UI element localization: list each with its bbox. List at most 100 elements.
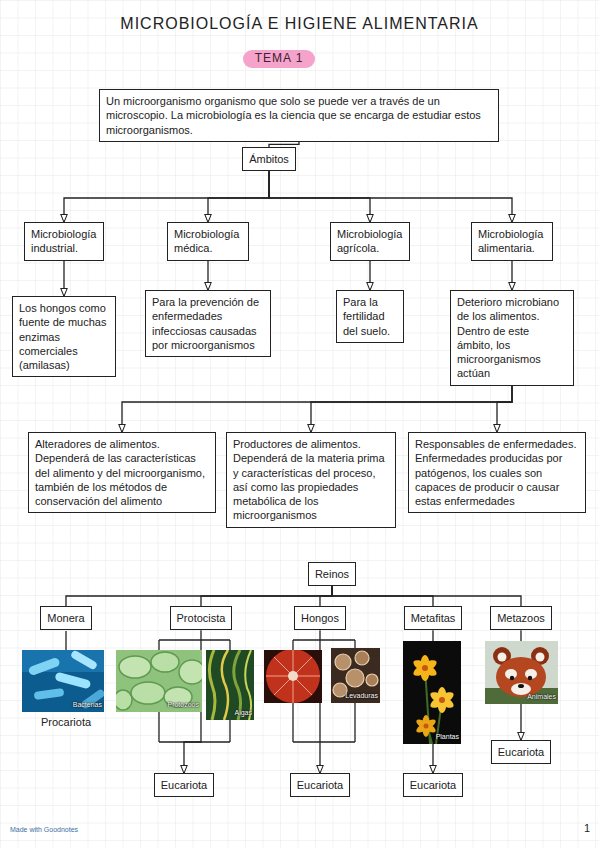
mushroom-image	[266, 650, 320, 703]
heading-box: Ámbitos	[242, 147, 296, 171]
connector	[122, 386, 512, 432]
box-text: Eucariota	[297, 778, 343, 792]
kingdom-box: Metazoos	[490, 606, 552, 630]
protozoa-image	[119, 656, 151, 678]
plant-image	[403, 641, 461, 744]
description-box: Para la prevención de enfermedades infec…	[145, 290, 271, 357]
box-text: Metazoos	[497, 611, 545, 625]
bracket-line	[354, 640, 355, 648]
plant-image	[403, 641, 461, 744]
kingdom-box: Metafitas	[404, 606, 463, 630]
plant-image	[428, 689, 456, 711]
description-box: Deterioro microbiano de los alimentos. D…	[450, 290, 574, 386]
red-panda-image	[485, 641, 558, 704]
plant-image	[411, 657, 439, 679]
connector	[511, 261, 512, 290]
box-text: TEMA 1	[255, 51, 304, 67]
bracket-line	[65, 631, 66, 650]
yeast-image	[335, 654, 351, 670]
image-caption: Plantas	[436, 733, 459, 740]
bracket-line	[293, 639, 355, 640]
box-text: Para la fertilidad del suelo.	[343, 295, 397, 338]
image-caption: Protozoos	[167, 701, 199, 708]
mushroom-image	[288, 671, 298, 681]
plant-image	[411, 657, 439, 679]
bacteria-image	[22, 650, 104, 712]
heading-box: Reinos	[308, 562, 356, 586]
bracket-line	[229, 640, 230, 650]
box-text: Microbiología médica.	[174, 227, 242, 256]
box-text: Deterioro microbiano de los alimentos. D…	[457, 295, 567, 381]
cell-type-box: Eucariota	[290, 773, 350, 797]
role-box: Alteradores de alimentos. Dependerá de l…	[28, 432, 216, 513]
yeast-image	[333, 683, 347, 697]
topic-tag: TEMA 1	[243, 50, 316, 68]
role-box: Responsables de enfermedades. Enfermedad…	[408, 432, 586, 513]
kingdom-box: Hongos	[294, 606, 346, 630]
connector	[332, 586, 521, 606]
role-box: Productores de alimentos. Dependerá de l…	[226, 432, 396, 528]
algae-image	[209, 650, 215, 720]
plant-image	[422, 665, 428, 671]
image-caption: Algas	[234, 709, 252, 716]
field-box: Microbiología agrícola.	[330, 222, 410, 261]
definition-box: Un microorganismo organismo que solo se …	[99, 89, 499, 142]
bacteria-image	[28, 657, 61, 676]
box-text: Alteradores de alimentos. Dependerá de l…	[35, 437, 209, 508]
kingdom-box: Monera	[40, 606, 91, 630]
bracket-line	[292, 703, 293, 742]
yeast-image	[355, 651, 369, 665]
box-text: Metafitas	[411, 611, 456, 625]
bracket-line	[293, 741, 355, 742]
protozoa-image	[179, 660, 202, 684]
box-text: Microbiología industrial.	[31, 227, 97, 256]
field-box: Microbiología médica.	[167, 222, 249, 261]
plant-image	[428, 689, 456, 711]
kingdom-type-label: Procariota	[41, 716, 91, 728]
box-text: Monera	[47, 611, 84, 625]
yeast-image	[346, 669, 364, 687]
plant-image	[424, 724, 429, 729]
mushroom-image	[266, 650, 320, 703]
connector	[63, 261, 64, 296]
connector	[207, 261, 208, 290]
box-text: Hongos	[301, 611, 339, 625]
image-caption: Animales	[527, 693, 556, 700]
red-panda-image	[510, 676, 514, 680]
connector	[208, 171, 269, 222]
description-box: Los hongos como fuente de muchas enzimas…	[12, 296, 116, 377]
mushroom-image	[264, 650, 322, 703]
cell-type-box: Eucariota	[491, 740, 551, 764]
red-panda-image	[498, 653, 507, 662]
box-text: Eucariota	[410, 778, 456, 792]
image-caption: Levaduras	[345, 692, 378, 699]
image-caption: Bacterias	[73, 701, 102, 708]
plant-image	[428, 687, 456, 713]
bracket-line	[229, 720, 230, 742]
box-text: Los hongos como fuente de muchas enzimas…	[19, 301, 109, 372]
yeast-image	[331, 648, 380, 703]
protozoa-image	[116, 650, 202, 712]
box-text: Eucariota	[161, 778, 207, 792]
plant-image	[439, 697, 445, 703]
page-number: 1	[584, 822, 590, 834]
bracket-line	[158, 640, 159, 650]
bracket-line	[66, 631, 355, 742]
connector	[201, 586, 332, 606]
plant-image	[414, 715, 437, 737]
box-text: Para la prevención de enfermedades infec…	[152, 295, 264, 352]
bacteria-image	[70, 650, 98, 670]
red-panda-image	[518, 684, 524, 688]
kingdom-box: Protocista	[170, 606, 233, 630]
description-box: Para la fertilidad del suelo.	[336, 290, 404, 343]
plant-image	[411, 655, 439, 681]
box-text: Un microorganismo organismo que solo se …	[106, 94, 492, 137]
box-text: Productores de alimentos. Dependerá de l…	[233, 437, 389, 523]
algae-image	[206, 650, 254, 720]
bacteria-image	[34, 688, 65, 700]
bracket-line	[354, 703, 355, 742]
bracket-line	[159, 639, 230, 640]
algae-image	[206, 650, 254, 720]
field-box: Microbiología alimentaria.	[471, 222, 553, 261]
